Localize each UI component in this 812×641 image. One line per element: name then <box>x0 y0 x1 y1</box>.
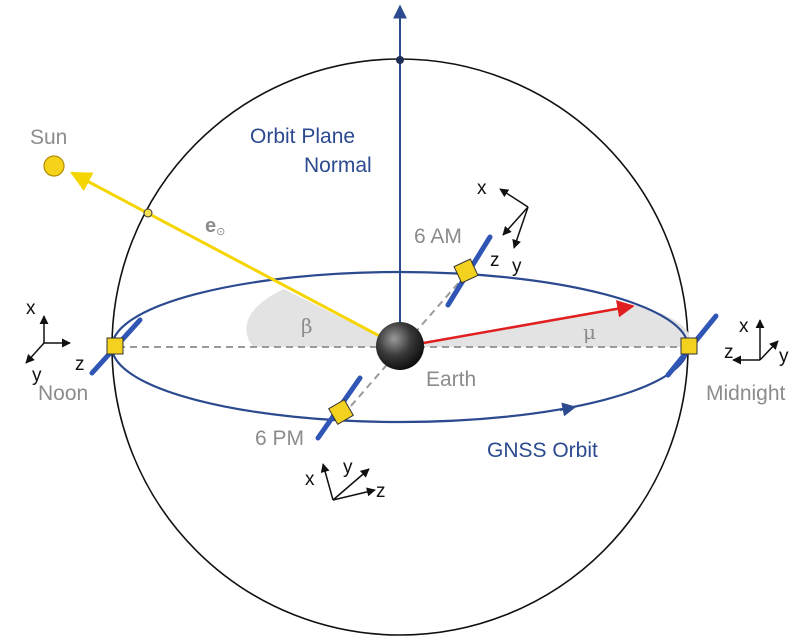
6am-axis-x-label: x <box>477 178 487 199</box>
sun-direction-vector <box>70 171 390 343</box>
satellite-6am-icon <box>445 234 493 308</box>
axes-frame-6pm <box>320 463 376 501</box>
axes-frame-noon <box>25 315 71 364</box>
6am-axis-z-label: z <box>490 250 500 271</box>
axes-frame-midnight <box>732 319 779 365</box>
mu-angle-label: μ <box>583 320 596 344</box>
midnight-axis-y-label: y <box>779 346 789 367</box>
midnight-label: Midnight <box>706 382 786 405</box>
earth-icon <box>376 322 424 370</box>
beta-angle-sector <box>246 289 400 347</box>
satellite-noon-icon <box>89 317 143 376</box>
6pm-axis-y-label: y <box>343 457 353 478</box>
satellite-position-vector <box>411 300 635 347</box>
satellite-midnight-icon <box>665 313 719 378</box>
orbit-normal-label-line1: Orbit Plane <box>250 125 355 148</box>
orbit-direction-arrow <box>559 402 577 417</box>
noon-label: Noon <box>38 382 88 405</box>
six-am-label: 6 AM <box>414 225 462 248</box>
gnss-orbit-label: GNSS Orbit <box>487 439 598 462</box>
sun-icon <box>43 155 65 177</box>
6am-axis-y-label: y <box>512 256 522 277</box>
six-am-six-pm-dashed-line <box>342 271 469 416</box>
satellite-6pm-icon <box>315 375 363 441</box>
normal-sphere-intersection-dot <box>396 56 404 64</box>
midnight-axis-z-label: z <box>724 342 734 363</box>
6pm-axis-x-label: x <box>305 469 315 490</box>
orbit-normal-label-line2: Normal <box>304 154 372 177</box>
six-pm-label: 6 PM <box>255 427 304 450</box>
sun-sphere-intersection-dot <box>143 208 153 218</box>
midnight-axis-x-label: x <box>739 316 749 337</box>
noon-axis-z-label: z <box>75 354 85 375</box>
sun-label: Sun <box>30 126 67 149</box>
noon-axis-x-label: x <box>26 298 36 319</box>
beta-angle-label: β <box>301 314 313 338</box>
6pm-axis-z-label: z <box>376 481 386 502</box>
sun-vector-label: e⊙ <box>205 215 225 238</box>
earth-label: Earth <box>426 368 476 391</box>
axes-frame-6am <box>499 188 529 249</box>
noon-axis-y-label: y <box>32 365 42 386</box>
